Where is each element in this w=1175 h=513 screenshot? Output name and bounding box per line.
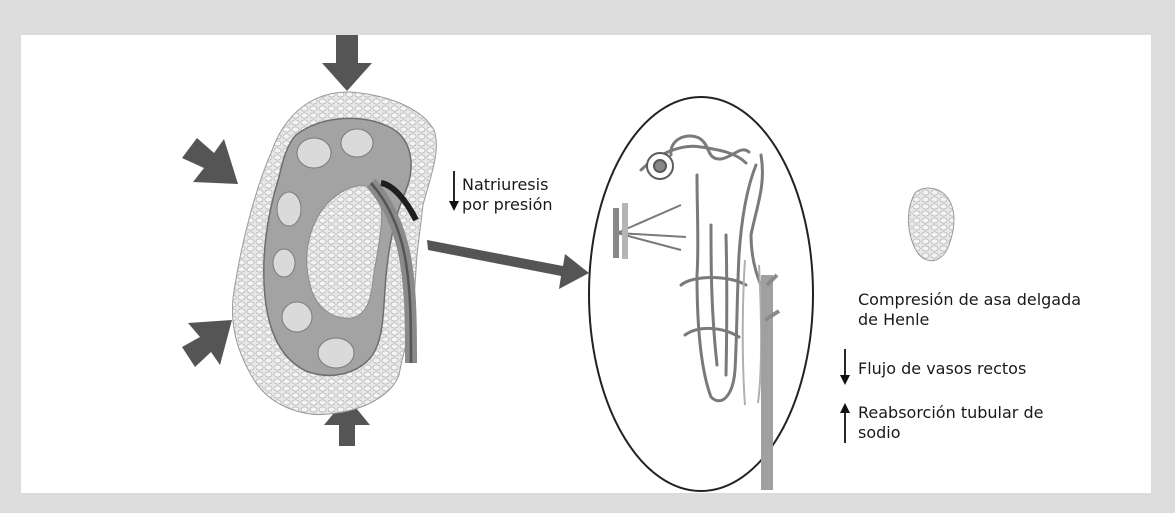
compression-label-line1: Compresión de asa delgada: [858, 290, 1081, 310]
natriuresis-label-line1: Natriuresis: [462, 175, 548, 195]
reabsorption-label-line2: sodio: [858, 423, 901, 443]
natriuresis-down-arrow-icon: [449, 171, 459, 211]
compression-arrow-upper-left: [182, 138, 238, 184]
flow-label: Flujo de vasos rectos: [858, 359, 1026, 379]
compression-arrow-top: [322, 35, 372, 91]
kidney-compression-diagram: [21, 35, 1151, 493]
reabsorption-up-arrow-icon: [840, 403, 850, 443]
reabsorption-label-line1: Reabsorción tubular de: [858, 403, 1043, 423]
compressed-loop-illustration: [908, 188, 954, 261]
glomerulus: [647, 153, 673, 179]
compression-arrow-lower-left: [182, 320, 232, 367]
figure-panel: Natriuresis por presión Compresión de as…: [21, 35, 1151, 493]
natriuresis-label-line2: por presión: [462, 195, 553, 215]
compression-label-line2: de Henle: [858, 310, 929, 330]
connecting-arrow: [427, 240, 589, 289]
nephron-detail: [589, 97, 813, 491]
nephron-oval: [589, 97, 813, 491]
flow-down-arrow-icon: [840, 349, 850, 385]
kidney-illustration: [232, 92, 436, 415]
